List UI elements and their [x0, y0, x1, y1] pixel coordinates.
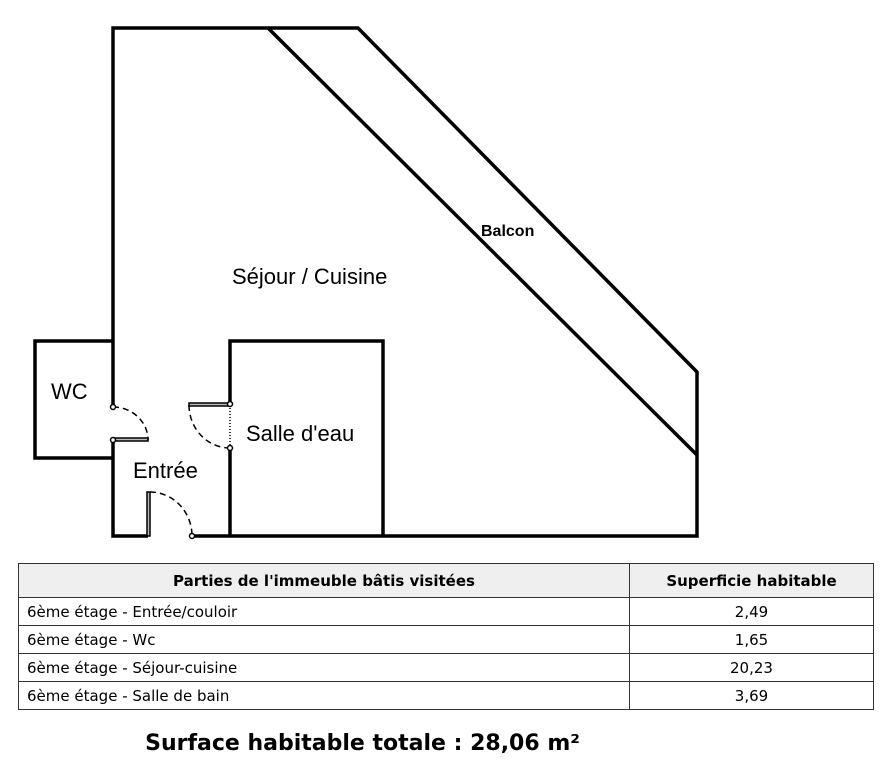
room-label-balcon: Balcon [481, 223, 534, 240]
door-hinge [109, 403, 117, 411]
part-cell: 6ème étage - Entrée/couloir [18, 597, 630, 626]
wc-door-leaf [112, 437, 149, 442]
salle-door-leaf [188, 402, 231, 407]
entry-wall-left [111, 440, 148, 538]
wc-wall [33, 339, 113, 460]
column-header-parts: Parties de l'immeuble bâtis visitées [18, 563, 630, 598]
entry-door-leaf [146, 491, 151, 537]
entry-door-swing [149, 491, 193, 537]
balcony-rail [266, 26, 699, 457]
floor-plan: Séjour / Cuisine Balcon WC Salle d'eau E… [33, 26, 699, 540]
door-hinge [226, 444, 234, 452]
door-hinge [226, 400, 234, 408]
room-label-sejour: Séjour / Cuisine [232, 264, 387, 289]
door-hinge [109, 436, 117, 444]
area-cell: 1,65 [629, 625, 874, 654]
total-surface: Surface habitable totale : 28,06 m² [145, 731, 580, 756]
salle-door-swing [188, 404, 231, 449]
room-label-entree: Entrée [133, 458, 198, 483]
wc-door-swing [112, 406, 149, 441]
room-label-wc: WC [51, 379, 88, 404]
outer-wall [111, 26, 699, 538]
part-cell: 6ème étage - Séjour-cuisine [18, 653, 630, 682]
room-label-salle-eau: Salle d'eau [246, 421, 354, 446]
area-cell: 3,69 [629, 681, 874, 710]
table-header-row: Parties de l'immeuble bâtis visitées Sup… [18, 563, 874, 598]
part-cell: 6ème étage - Salle de bain [18, 681, 630, 710]
area-cell: 20,23 [629, 653, 874, 682]
door-hinge [188, 532, 196, 540]
salle-eau-wall [228, 339, 385, 536]
column-header-area: Superficie habitable [629, 563, 874, 598]
area-cell: 2,49 [629, 597, 874, 626]
surface-table: Parties de l'immeuble bâtis visitées Sup… [18, 563, 874, 710]
part-cell: 6ème étage - Wc [18, 625, 630, 654]
